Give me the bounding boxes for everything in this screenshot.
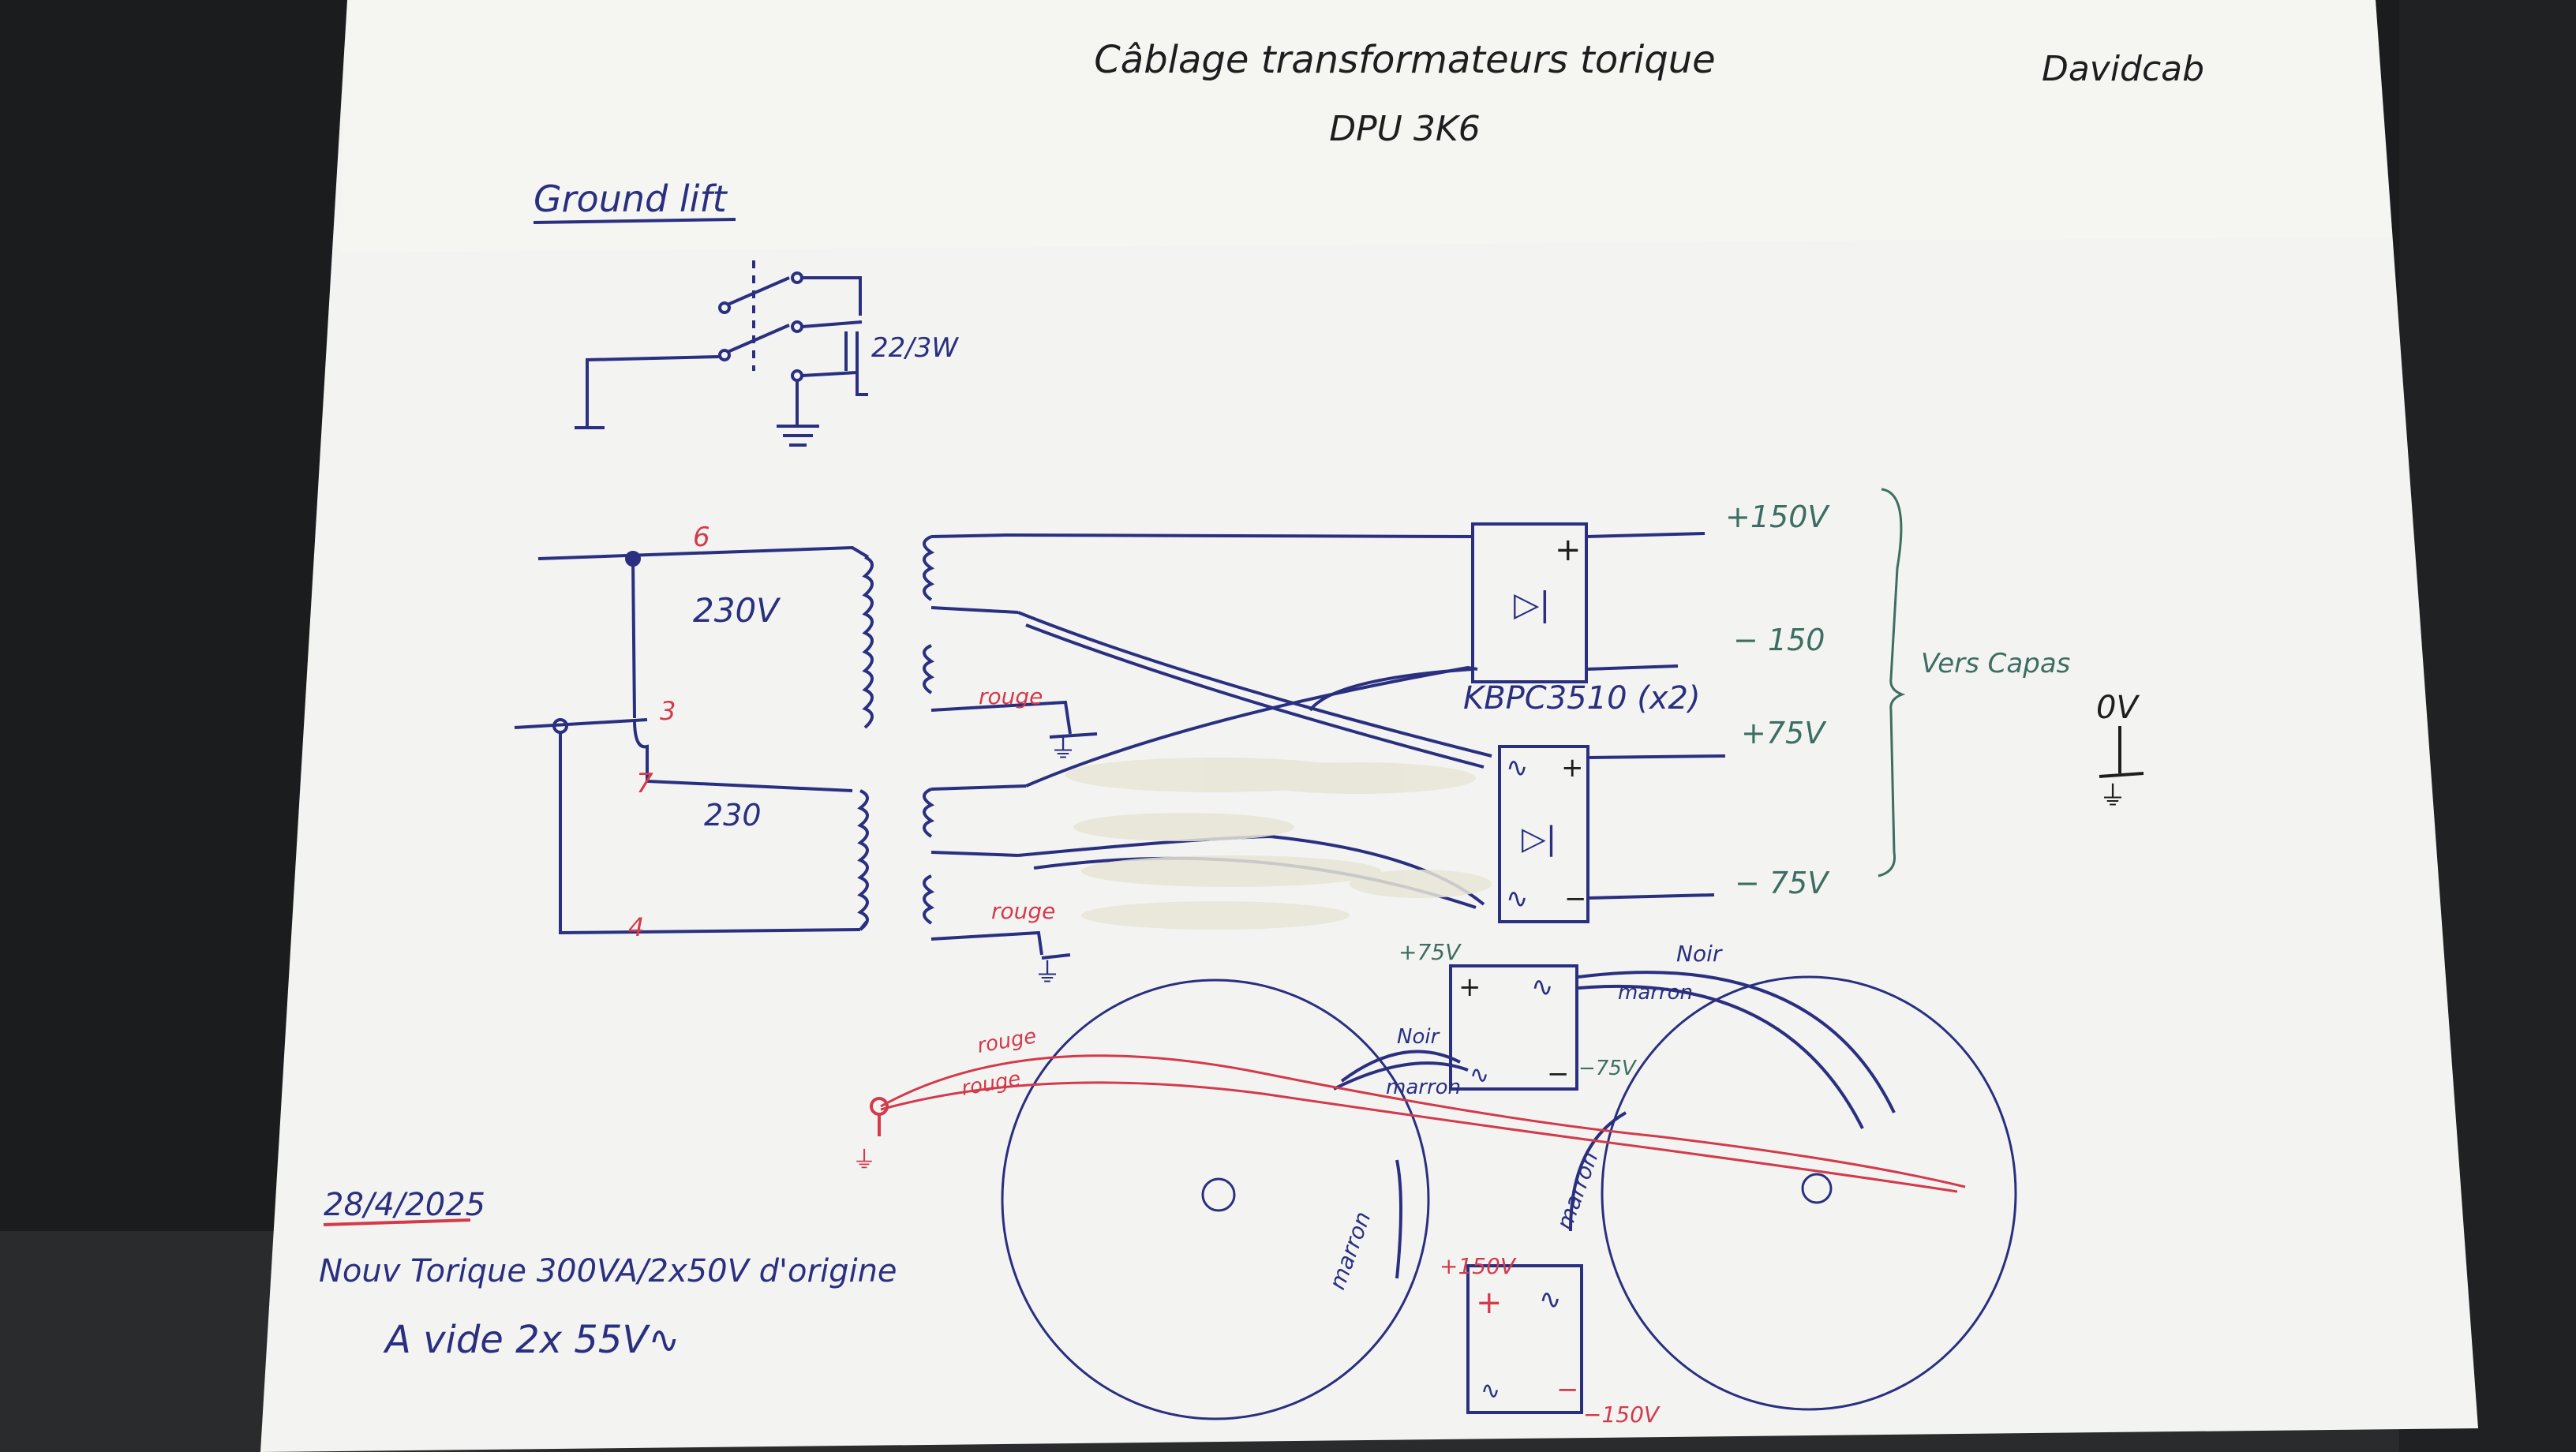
layout-wire-marron-2: marron	[1386, 1076, 1461, 1099]
layout-label-plus75: +75V	[1398, 939, 1462, 965]
note-date-underline	[323, 1218, 471, 1226]
layout-label-minus75: −75V	[1578, 1057, 1638, 1080]
output-plus75: +75V	[1741, 716, 1827, 750]
secondary-ground-symbols	[1041, 732, 1098, 960]
primary-top-voltage: 230V	[693, 591, 781, 630]
wire-label-rouge-2: rouge	[991, 898, 1055, 924]
layout-wires-blue	[1333, 971, 1896, 1279]
layout-bridge75-ac2: ∿	[1470, 1061, 1489, 1089]
rectifier-part-label: KBPC3510 (x2)	[1463, 680, 1701, 717]
correction-fluid-marks	[1065, 758, 1492, 930]
pin-label-top: 6	[693, 522, 710, 553]
pin-label-lower: 7	[636, 768, 653, 799]
layout-ground-symbol: ⏚	[852, 1147, 876, 1174]
rect150-diode-icon: ▷|	[1514, 585, 1550, 623]
layout-wires-red	[880, 1054, 1966, 1193]
pin-label-bottom: 4	[628, 912, 644, 942]
note-date: 28/4/2025	[324, 1187, 485, 1223]
zero-volt-label: 0V	[2096, 690, 2140, 726]
layout-wire-marron-1: marron	[1618, 981, 1693, 1005]
layout-bridge75-minus: −	[1547, 1058, 1570, 1090]
paper-sheet	[260, 0, 2478, 1452]
layout-bridge75-ac: ∿	[1531, 971, 1554, 1003]
rectifier-bridge-75	[1498, 745, 1726, 923]
layout-bridge150-ac2: ∿	[1481, 1377, 1500, 1405]
layout-bridge-150	[1466, 1264, 1583, 1414]
note-line2: A vide 2x 55V∿	[383, 1318, 680, 1362]
resistor-label: 22/3W	[871, 332, 959, 364]
rect75-plus: +	[1561, 752, 1584, 784]
output-minus75: − 75V	[1735, 866, 1830, 900]
rect150-plus: +	[1555, 532, 1582, 568]
ground-lift-switch-schematic	[575, 260, 868, 447]
brace-label: Vers Capas	[1921, 648, 2070, 679]
toroid-right	[1601, 975, 2017, 1411]
primary-bottom-voltage: 230	[704, 798, 762, 833]
ground-lift-underline	[533, 218, 736, 224]
zero-volt-ground	[2099, 726, 2144, 778]
toroid-left	[1001, 979, 1430, 1420]
pin-label-mid: 3	[660, 696, 676, 726]
primary-coil-bottom	[857, 789, 869, 931]
wire-label-rouge-1: rouge	[979, 683, 1043, 709]
page-subtitle: DPU 3K6	[1329, 109, 1480, 149]
layout-bridge150-ac: ∿	[1539, 1284, 1562, 1315]
rect75-ac-bottom: ∿	[1506, 883, 1529, 915]
transformer-primary-wiring	[514, 545, 870, 935]
rectifier-bridge-150	[1471, 522, 1705, 683]
secondary-coils	[923, 533, 1072, 956]
rect75-diode-icon: ▷|	[1522, 821, 1556, 857]
page-title: Câblage transformateurs torique	[1094, 38, 1715, 82]
layout-wire-noir-2: Noir	[1397, 1025, 1441, 1049]
layout-bridge150-plus: +	[1476, 1285, 1503, 1321]
output-plus150: +150V	[1725, 500, 1830, 534]
rect75-minus: −	[1564, 883, 1587, 915]
output-minus150: − 150	[1733, 623, 1825, 657]
layout-bridge150-minus: −	[1556, 1374, 1579, 1405]
note-line1: Nouv Torique 300VA/2x50V d'origine	[319, 1253, 897, 1289]
primary-coil-top	[862, 556, 874, 729]
paper-highlight	[339, 0, 2391, 253]
ground-symbol-2: ⏚	[1034, 957, 1061, 989]
layout-label-minus150: −150V	[1583, 1401, 1661, 1428]
rect75-ac-top: ∿	[1506, 752, 1529, 784]
layout-bridge-75	[1449, 964, 1578, 1091]
layout-bridge75-plus: +	[1458, 971, 1481, 1003]
ground-lift-label: Ground lift	[534, 178, 728, 220]
output-brace	[1878, 488, 1906, 878]
layout-label-plus150: +150V	[1440, 1253, 1517, 1279]
zero-volt-ground-symbol: ⏚	[2099, 780, 2126, 812]
layout-wire-noir-1: Noir	[1676, 941, 1723, 967]
author-signature: Davidcab	[2042, 49, 2204, 89]
ground-symbol-1: ⏚	[1050, 733, 1076, 765]
